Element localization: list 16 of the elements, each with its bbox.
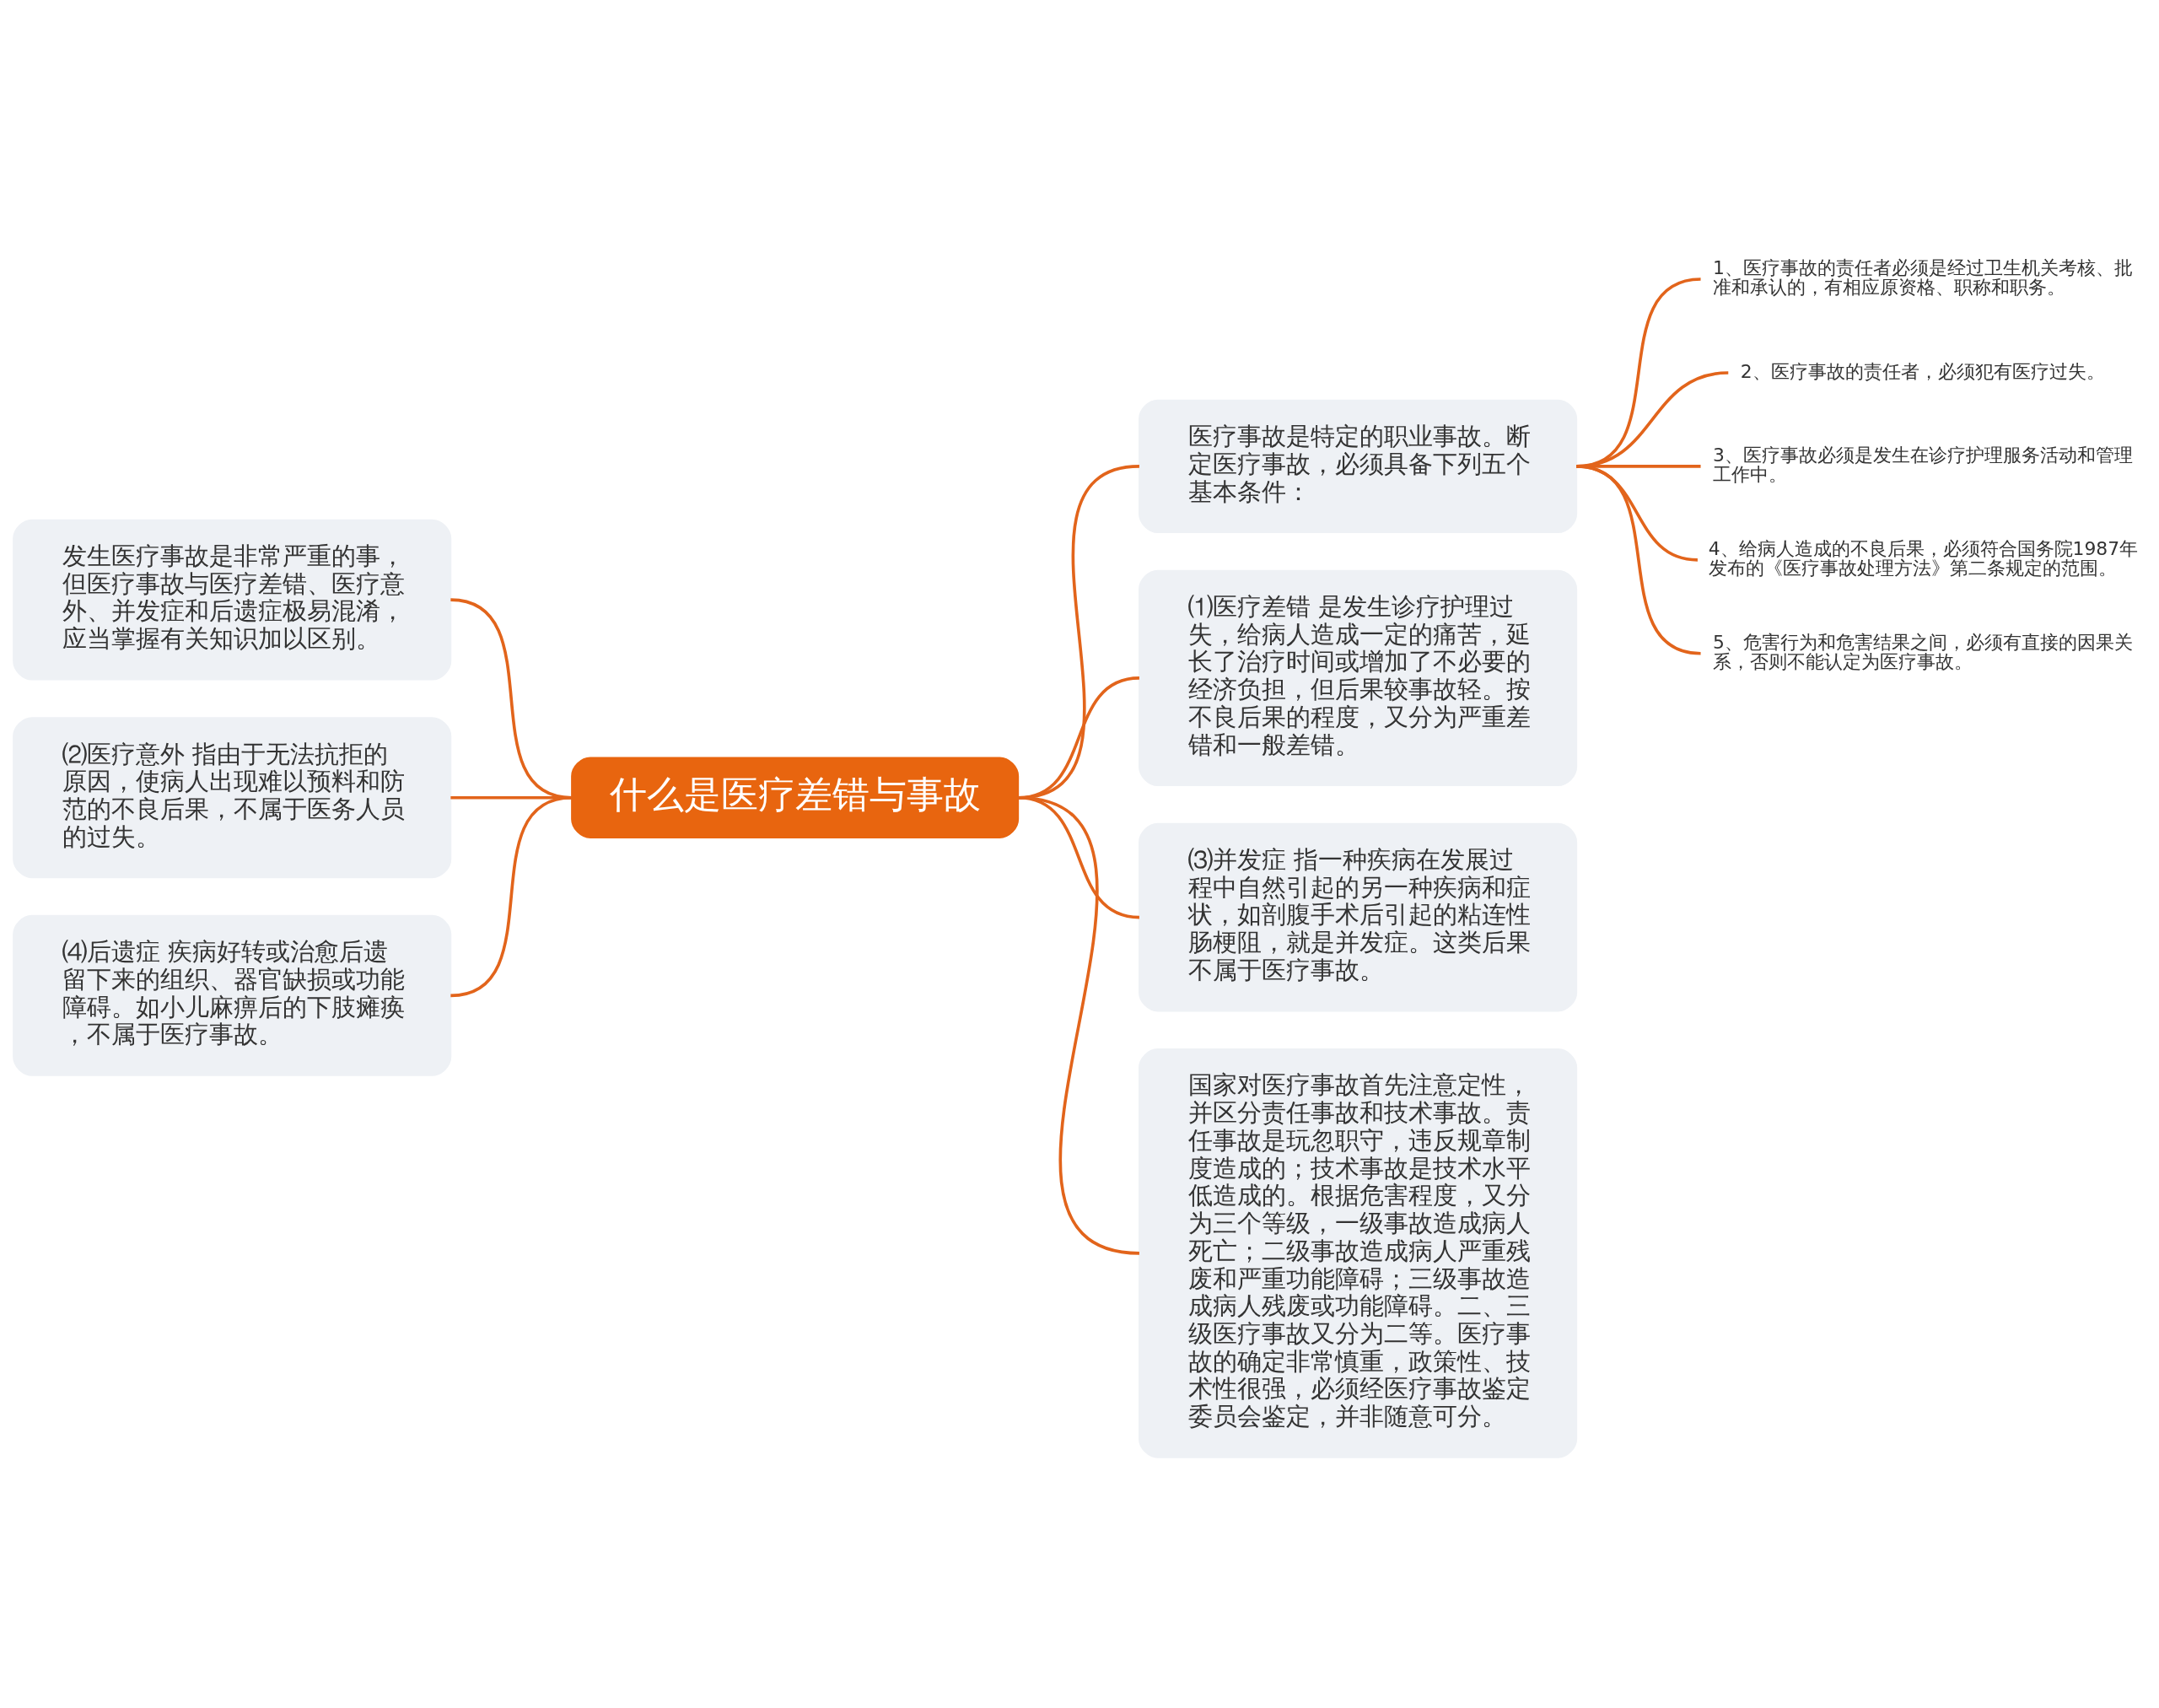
node-text: 2、医疗事故的责任者，必须犯有医疗过失。 — [1740, 360, 2105, 382]
node-box: ⑶并发症 指一种疾病在发展过程中自然引起的另一种疾病和症状，如剖腹手术后引起的粘连性肠梗阻，就是并发症。这类后果不属于医疗事故。 — [1139, 822, 1578, 1011]
node-text: 3、医疗事故必须是发生在诊疗护理服务活动和管理工作中。 — [1713, 444, 2133, 485]
node-box: 什么是医疗差错与事故 — [571, 757, 1020, 838]
node-text: 4、给病人造成的不良后果，必须符合国务院1987年发布的《医疗事故处理方法》第二条规定的范围。 — [1708, 537, 2139, 579]
connector — [1575, 464, 1701, 655]
node-box: 发生医疗事故是非常严重的事，但医疗事故与医疗差错、医疗意外、并发症和后遗症极易混淆，应当掌握有关知识加以区别。 — [13, 519, 452, 681]
node-text: 5、危害行为和危害结果之间，必须有直接的因果关系，否则不能认定为医疗事故。 — [1713, 631, 2133, 672]
node-box: ⑴医疗差错 是发生诊疗护理过失，给病人造成一定的痛苦，延长了治疗时间或增加了不必要的经济负担，但后果较事故轻。按不良后果的程度，又分为严重差错和一般差错。 — [1139, 569, 1578, 786]
connector — [450, 795, 573, 997]
connector — [1017, 795, 1140, 1255]
node-box: 国家对医疗事故首先注意定性，并区分责任事故和技术事故。责任事故是玩忽职守，违反规章制度造成的；技术事故是技术水平低造成的。根据危害程度，又分为三个等级，一级事故造成病人死亡；二级事故造成病人严重残废和严重功能障碍；三级事故造成病人残废或功能障碍。二、三级医疗事故又分为二等。医疗事故的确定非常慎重，政策性、技术性很强，必须经医疗事故鉴定委员会鉴定，并非随意可分。 — [1139, 1048, 1578, 1458]
node-text: 1、医疗事故的责任者必须是经过卫生机关考核、批准和承认的，有相应原资格、职称和职务。 — [1713, 256, 2133, 298]
node-box: ⑵医疗意外 指由于无法抗拒的原因，使病人出现难以预料和防范的不良后果，不属于医务人员的过失。 — [13, 716, 452, 878]
node-box: ⑷后遗症 疾病好转或治愈后遗留下来的组织、器官缺损或功能障碍。如小儿麻痹后的下肢瘫痪，不属于医疗事故。 — [13, 914, 452, 1076]
node-box: 医疗事故是特定的职业事故。断定医疗事故，必须具备下列五个基本条件： — [1139, 399, 1578, 533]
